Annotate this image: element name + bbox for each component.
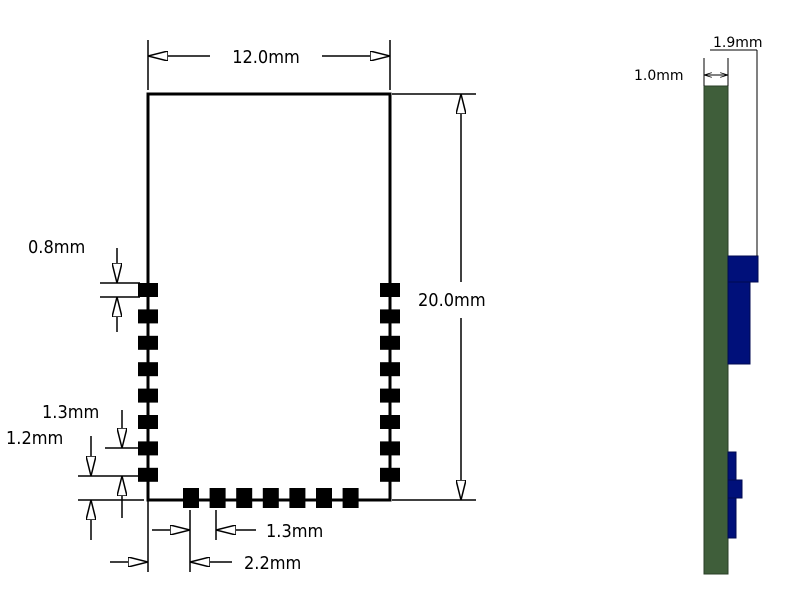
bottom-pad bbox=[209, 488, 226, 508]
bottom-pad bbox=[316, 488, 332, 508]
right-pad bbox=[380, 335, 400, 350]
pad-pitch-label: 1.3mm bbox=[42, 402, 99, 423]
right-pad-row bbox=[380, 283, 400, 482]
module-outline bbox=[146, 92, 392, 502]
right-pad bbox=[380, 415, 400, 429]
component-body bbox=[727, 281, 751, 365]
bottom-pad bbox=[236, 488, 253, 508]
bottom-offset-label: 1.2mm bbox=[6, 428, 63, 449]
left-pad bbox=[138, 388, 158, 403]
component-top-cap bbox=[727, 255, 759, 283]
component-small-2 bbox=[727, 479, 743, 499]
left-pad bbox=[138, 415, 158, 429]
bottom-first-label: 2.2mm bbox=[244, 553, 301, 574]
bottom-pad bbox=[183, 488, 199, 508]
component-small-3 bbox=[727, 497, 737, 539]
left-pad bbox=[138, 283, 158, 297]
width-label: 12.0mm bbox=[232, 47, 300, 68]
pcb-side bbox=[703, 85, 729, 575]
right-pad bbox=[380, 283, 400, 297]
right-pad bbox=[380, 467, 400, 482]
bottom-offset-dimension: 1.2mm bbox=[6, 428, 144, 540]
component-small-1 bbox=[727, 451, 737, 481]
top-view bbox=[138, 92, 400, 508]
side-total-label: 1.9mm bbox=[713, 35, 763, 51]
bottom-pitch-label: 1.3mm bbox=[266, 521, 323, 542]
side-view: 1.0mm 1.9mm bbox=[634, 35, 763, 575]
pad-height-label: 0.8mm bbox=[28, 237, 85, 258]
right-pad bbox=[380, 441, 400, 456]
left-pad bbox=[138, 467, 158, 482]
right-pad bbox=[380, 388, 400, 403]
bottom-pitch-dimension: 1.3mm bbox=[147, 500, 323, 572]
left-pad bbox=[138, 441, 158, 456]
left-pad-row bbox=[138, 283, 158, 482]
bottom-pad bbox=[342, 488, 359, 508]
width-dimension: 12.0mm bbox=[147, 40, 391, 90]
right-pad bbox=[380, 362, 400, 377]
height-label: 20.0mm bbox=[418, 290, 486, 311]
height-dimension: 20.0mm bbox=[392, 93, 486, 501]
pad-pitch-dimension: 1.3mm bbox=[42, 402, 140, 449]
bottom-pad bbox=[262, 488, 279, 508]
right-pad bbox=[380, 309, 400, 324]
bottom-pad-row bbox=[183, 488, 359, 508]
left-pad bbox=[138, 309, 158, 324]
pad-height-dimension: 0.8mm bbox=[28, 237, 140, 332]
side-thickness-label: 1.0mm bbox=[634, 68, 684, 84]
left-pad bbox=[138, 362, 158, 377]
bottom-pad bbox=[289, 488, 306, 508]
bottom-first-dimension: 2.2mm bbox=[110, 553, 301, 574]
left-pad bbox=[138, 335, 158, 350]
